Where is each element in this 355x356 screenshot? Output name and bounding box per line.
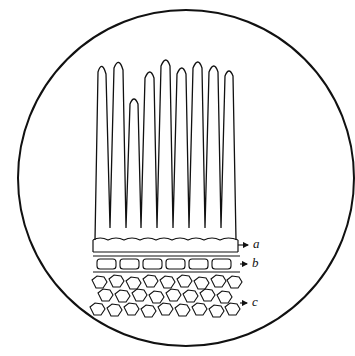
part-label: c bbox=[252, 295, 258, 309]
layer-b bbox=[93, 256, 240, 272]
leader-lines bbox=[238, 245, 248, 303]
layer-c bbox=[90, 275, 242, 317]
field-circle bbox=[18, 10, 354, 346]
part-label: a bbox=[253, 237, 260, 251]
part-label: b bbox=[252, 256, 259, 270]
layer-a bbox=[93, 238, 238, 252]
villi bbox=[95, 60, 236, 240]
